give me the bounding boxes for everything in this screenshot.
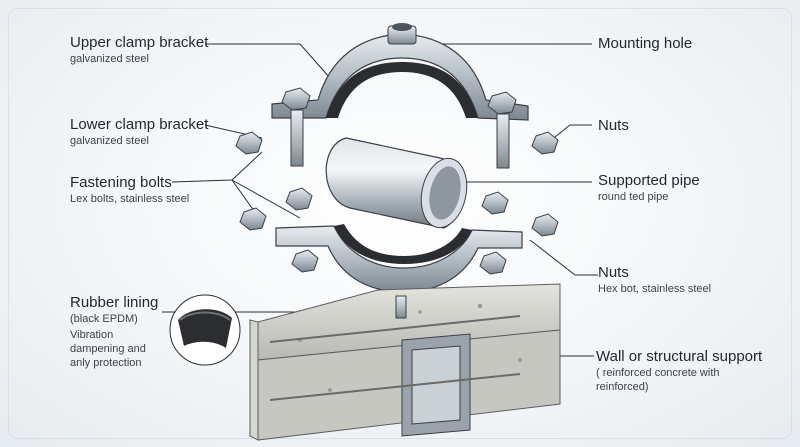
bolts-sub: Lex bolts, stainless steel [70,193,190,205]
upper-clamp-sub: galvanized steel [70,53,149,65]
rubber-sub2: Vibration [70,329,114,341]
nuts-bottom-sub: Hex bot, stainless steel [598,283,712,295]
label-nuts-top: Nuts [598,117,629,135]
loose-nuts [235,131,559,237]
mounting-hole-title: Mounting hole [598,35,693,52]
label-mounting-hole: Mounting hole [598,35,692,53]
concrete-support [249,283,561,441]
nuts-bottom-title: Nuts [598,264,629,281]
label-rubber: Rubber lining (black EPDM) Vibration dam… [70,294,158,370]
rubber-sub4: anly protection [70,357,142,369]
leader-upper-clamp [205,43,331,79]
leader-bolts-b [231,179,301,219]
rubber-lining-detail [169,294,241,366]
label-upper-clamp: Upper clamp bracket galvanized steel [70,34,208,66]
pipe-title: Supported pipe [598,172,700,189]
pipe-sub: round ted pipe [598,191,669,203]
label-support: Wall or structural support ( reinforced … [596,348,762,394]
lower-clamp-sub: galvanized steel [70,135,149,147]
upper-bolts [281,87,517,169]
rubber-title: Rubber lining [70,294,159,311]
rubber-sub3: dampening and [70,343,146,355]
lower-clamp-title: Lower clamp bracket [70,116,209,133]
label-nuts-bottom: Nuts Hex bot, stainless steel [598,264,711,296]
label-pipe: Supported pipe round ted pipe [598,172,700,204]
support-sub2: reinforced) [596,381,649,393]
rubber-sub: (black EPDM) [70,313,138,325]
bolts-title: Fastening bolts [70,174,172,191]
supported-pipe [325,137,468,229]
upper-clamp-title: Upper clamp bracket [70,34,209,51]
nuts-top-title: Nuts [598,117,629,134]
leader-nuts-bottom [529,239,598,276]
support-title: Wall or structural support [596,348,763,365]
label-bolts: Fastening bolts Lex bolts, stainless ste… [70,174,189,206]
decorative-frame [8,8,792,439]
support-sub: ( reinforced concrete with [596,367,720,379]
label-lower-clamp: Lower clamp bracket galvanized steel [70,116,208,148]
lower-clamp-bracket [275,224,523,293]
